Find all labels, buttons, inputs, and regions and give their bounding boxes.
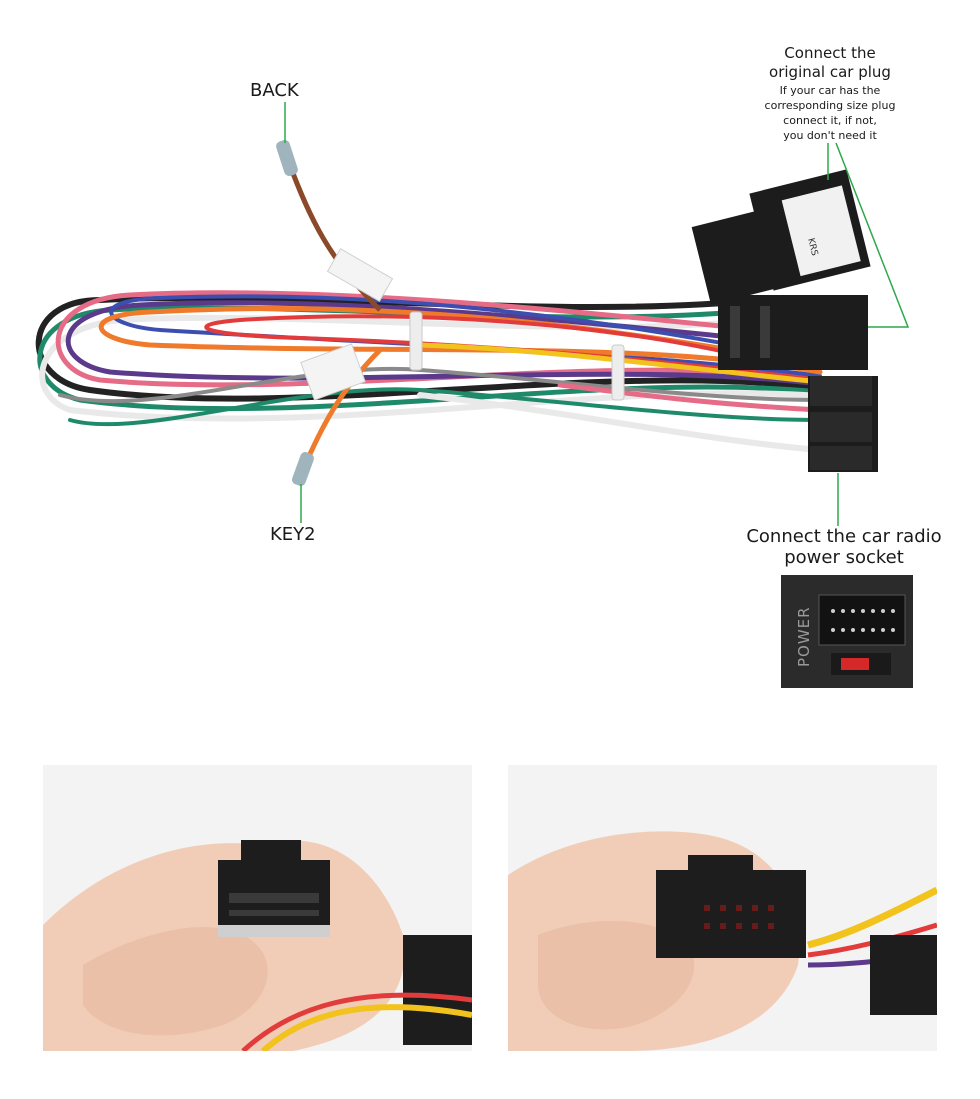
cable-tie [409, 311, 423, 371]
radio-socket-line1: Connect the car radio [746, 526, 942, 547]
original-plug-note-line1: If your car has the [779, 84, 881, 97]
power-socket-text: POWER [795, 606, 813, 667]
back-wire-tag [326, 248, 394, 302]
original-plug-note-line4: you don't need it [783, 129, 877, 142]
back-wire-terminal [276, 140, 298, 176]
leader-lines [284, 102, 910, 526]
fuse [841, 658, 869, 670]
original-plug-title-line1: Connect the [784, 44, 876, 62]
key2-wire-tag [300, 343, 366, 401]
radio-power-socket-photo: POWER [781, 575, 913, 688]
original-car-plug-connector: KRS [691, 169, 871, 370]
radio-power-connector [808, 376, 878, 472]
key2-wire-terminal [292, 452, 314, 486]
connector-in-hand-photo-right [508, 765, 937, 1051]
key2-label: KEY2 [270, 524, 316, 545]
original-plug-callout: Connect the original car plug If your ca… [740, 44, 920, 142]
original-plug-note-line3: connect it, if not, [783, 114, 877, 127]
connector-face [656, 870, 806, 958]
radio-socket-callout: Connect the car radio power socket [744, 526, 944, 568]
back-label: BACK [250, 80, 299, 101]
wire-bundle [35, 290, 823, 453]
original-plug-leader-line-2 [835, 142, 910, 328]
original-plug-title-line2: original car plug [769, 63, 891, 81]
radio-socket-line2: power socket [784, 547, 904, 568]
connector-in-hand-photo-left [43, 765, 472, 1051]
cable-tie [611, 344, 625, 401]
main-harness-figure: KRS BACK KEY2 Connect the original car p… [35, 44, 944, 688]
harness-illustration: KRS [35, 102, 910, 526]
krs-tag-text: KRS [805, 237, 819, 257]
original-plug-note-line2: corresponding size plug [764, 99, 896, 112]
